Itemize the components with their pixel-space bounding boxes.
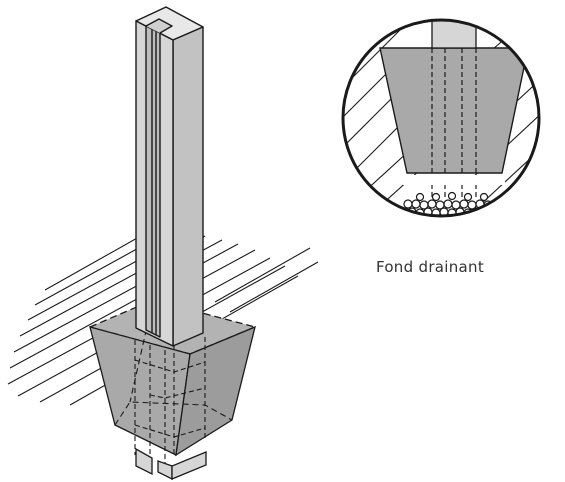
post-bottom <box>135 447 207 481</box>
drainage-detail-circle <box>341 18 541 218</box>
buried-post-outline <box>134 337 206 465</box>
fence-post <box>135 6 204 347</box>
detail-post <box>431 20 477 49</box>
detail-footing <box>379 47 529 174</box>
drainage-caption: Fond drainant <box>375 258 485 276</box>
